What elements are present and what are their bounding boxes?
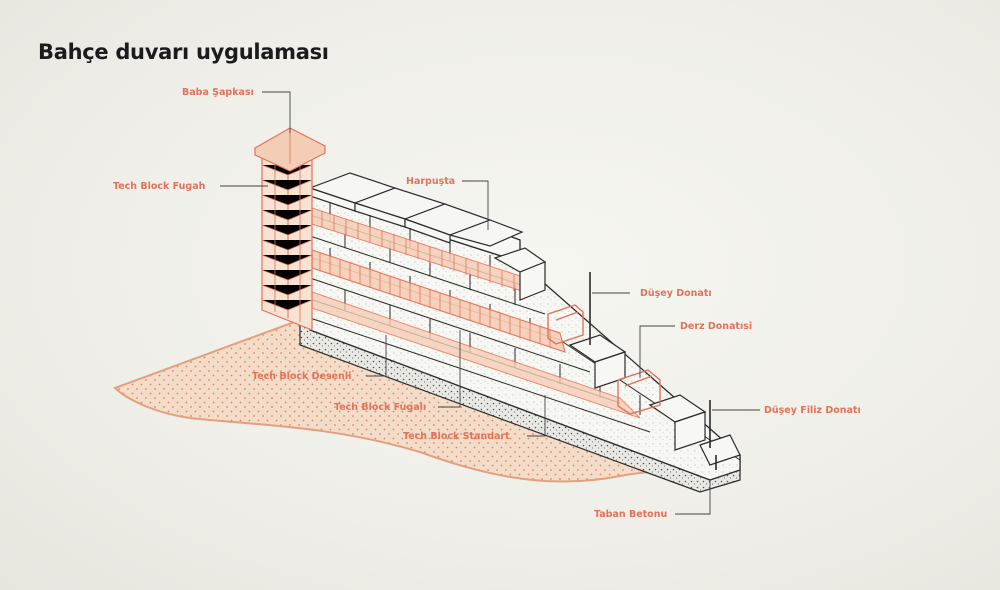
- orange-end-blocks: [547, 304, 661, 415]
- label-baba-sapkasi: Baba Şapkası: [182, 87, 254, 98]
- leader-lines: [220, 91, 760, 515]
- label-tech-block-fugali: Tech Block Fugalı: [334, 402, 427, 413]
- label-tech-block-fugah: Tech Block Fugah: [113, 181, 206, 192]
- page-title: Bahçe duvarı uygulaması: [38, 40, 329, 64]
- label-harpusta: Harpuşta: [406, 176, 456, 187]
- label-tech-block-desenli: Tech Block Desenli: [252, 371, 352, 382]
- rebars: [589, 272, 717, 470]
- label-dusey-donati: Düşey Donatı: [640, 288, 712, 299]
- coping-stones: [308, 172, 524, 247]
- pillar: [253, 127, 327, 331]
- label-tech-block-standart: Tech Block Standart: [403, 431, 510, 442]
- desenli-band-ridges: [319, 253, 551, 348]
- stepped-blocks: [493, 247, 741, 466]
- label-taban-betonu: Taban Betonu: [594, 509, 668, 520]
- label-dusey-filiz-donati: Düşey Filiz Donatı: [764, 405, 861, 416]
- label-derz-donatisi: Derz Donatısi: [680, 321, 753, 332]
